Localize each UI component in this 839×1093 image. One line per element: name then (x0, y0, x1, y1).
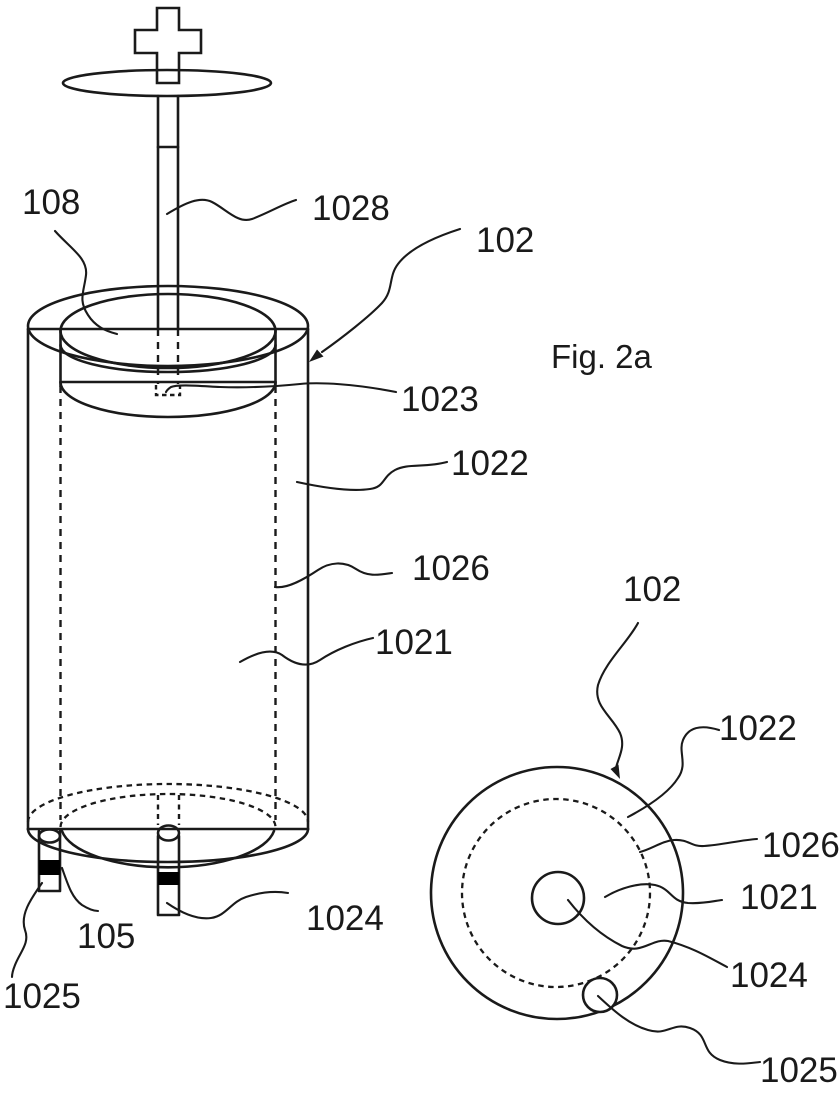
leader-top-1025 (596, 994, 762, 1065)
top-view-inner-wall-circle (460, 797, 652, 989)
top-view-outer-circle (429, 765, 685, 1021)
side-view: 108 1028 102 1023 1022 1026 1021 105 102… (3, 6, 534, 1016)
top-label-1024: 1024 (730, 956, 808, 995)
leader-top-102 (596, 621, 640, 770)
label-1024: 1024 (306, 899, 384, 938)
leader-top-1022 (626, 726, 721, 819)
top-view-side-port (581, 976, 619, 1014)
piston-top-arc (59, 343, 277, 374)
leader-1028 (165, 198, 298, 222)
bottom-hidden-arc-outer (26, 782, 310, 823)
leader-102 (320, 227, 462, 354)
top-label-1025: 1025 (760, 1051, 838, 1090)
leader-108 (53, 229, 119, 336)
top-label-1021: 1021 (740, 878, 818, 917)
piston-bottom-arc (59, 380, 277, 419)
leader-1023 (164, 382, 398, 394)
center-port-opening (156, 824, 181, 842)
plunger-rod (156, 94, 180, 331)
bottom-arc-inner (60, 829, 276, 869)
top-view-center-port (530, 870, 586, 926)
figure-caption: Fig. 2a (551, 338, 653, 375)
leader-top-1024 (566, 898, 729, 969)
bottom-arc-outer (26, 827, 310, 864)
label-102: 102 (476, 221, 534, 260)
top-label-102: 102 (623, 570, 681, 609)
left-port-seal (39, 860, 60, 875)
plunger-rod-hidden (154, 329, 182, 397)
leader-1024 (165, 891, 290, 920)
leader-1025 (10, 881, 44, 979)
label-1022: 1022 (451, 444, 529, 483)
cylinder-body (26, 284, 310, 869)
leader-1022 (295, 460, 449, 491)
cylinder-top-rim-outer (26, 284, 310, 368)
label-1028: 1028 (312, 189, 390, 228)
top-label-1022: 1022 (719, 709, 797, 748)
label-1026: 1026 (412, 549, 490, 588)
label-1023: 1023 (401, 380, 479, 419)
label-1021: 1021 (375, 623, 453, 662)
left-port (37, 828, 62, 893)
leader-102-arrowhead (309, 349, 324, 362)
cylinder-top-rim-inner (59, 292, 277, 370)
leader-top-1026 (638, 837, 759, 854)
leader-top-1021 (603, 883, 724, 905)
leader-1026 (273, 562, 394, 589)
top-label-1026: 1026 (762, 826, 839, 865)
left-port-opening (37, 828, 62, 844)
plunger-disk (61, 68, 273, 98)
leader-top-102-arrowhead (610, 764, 620, 779)
center-port (156, 795, 181, 917)
label-1025: 1025 (3, 977, 81, 1016)
leader-1021 (238, 636, 375, 666)
top-view: 102 1022 1026 1021 1024 1025 (429, 570, 839, 1090)
label-105: 105 (77, 917, 135, 956)
bottom-hidden-arc-inner (59, 792, 277, 828)
label-108: 108 (22, 183, 80, 222)
handle-cross (133, 6, 203, 85)
center-port-seal (158, 872, 179, 885)
leader-105 (60, 866, 100, 913)
